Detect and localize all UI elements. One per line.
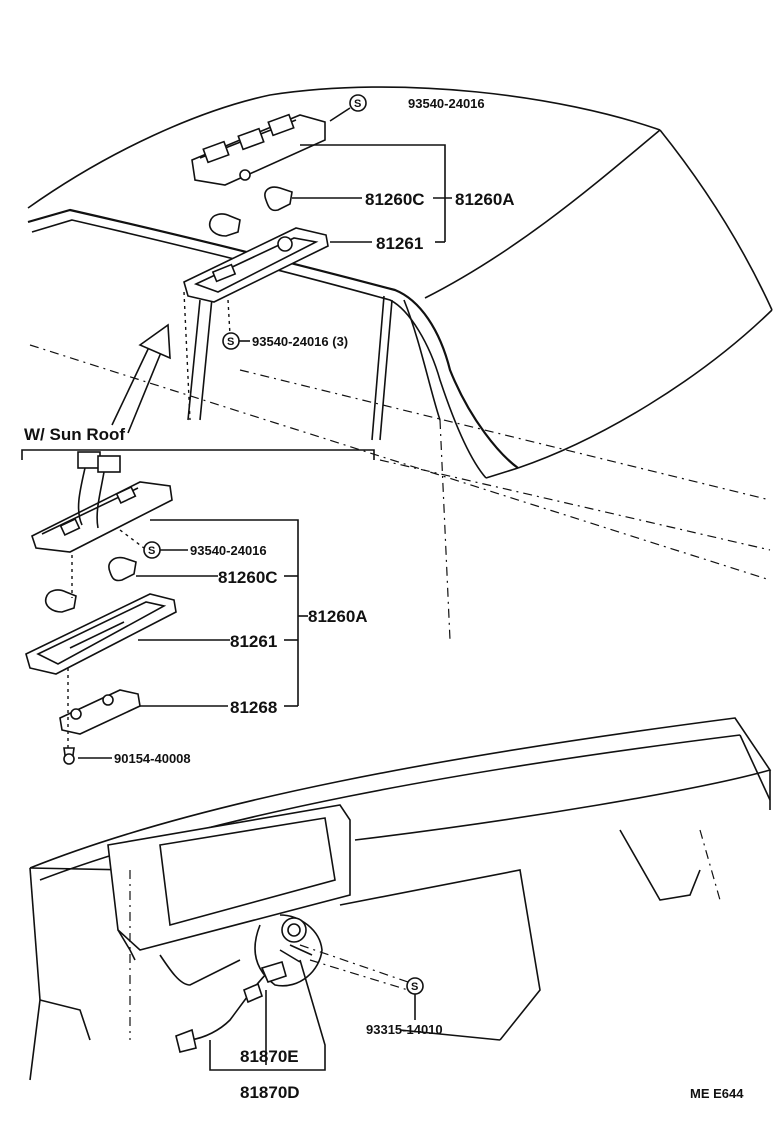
- top-bulb-icon: [264, 186, 293, 212]
- sunroof-bracket: [59, 689, 141, 735]
- sunroof-lens-cover: [25, 593, 177, 675]
- section-title: W/ Sun Roof: [24, 425, 125, 444]
- sunroof-bulb-icon: [108, 556, 137, 582]
- dash-leaders: [209, 944, 416, 1071]
- label-sr-bolt: 90154-40008: [114, 751, 191, 766]
- standard-part-symbol: S: [227, 336, 234, 348]
- dash-lamp-wire: [175, 961, 287, 1053]
- label-top-lens-screws: 93540-24016 (3): [252, 334, 348, 349]
- top-lens-cover: [183, 227, 329, 303]
- car-roof-outline: [27, 86, 773, 641]
- top-leaders: [183, 107, 452, 421]
- bolt-icon: [63, 747, 75, 765]
- label-sr-assembly: 81260A: [308, 607, 368, 626]
- label-top-bulb: 81260C: [365, 190, 425, 209]
- arrow-indicator: [111, 323, 171, 434]
- label-sr-bulb: 81260C: [218, 568, 278, 587]
- sunroof-loose-bulb-icon: [44, 589, 77, 613]
- standard-part-symbol: S: [148, 545, 155, 557]
- label-dash-socket: 81870E: [240, 1047, 299, 1066]
- label-top-screw: 93540-24016: [408, 96, 485, 111]
- label-sr-bracket: 81268: [230, 698, 277, 717]
- label-top-lens: 81261: [376, 234, 423, 253]
- loose-bulb-icon: [208, 213, 241, 237]
- label-dash-screw: 93315-14010: [366, 1022, 443, 1037]
- sunroof-lamp-housing: [31, 451, 173, 553]
- top-lamp-housing: [191, 113, 326, 186]
- label-dash-lamp: 81870D: [240, 1083, 300, 1102]
- label-sr-lens: 81261: [230, 632, 277, 651]
- section-bracket: [21, 449, 375, 460]
- dashboard-outline: [29, 717, 772, 1081]
- sunroof-leaders: [67, 519, 308, 759]
- label-top-assembly: 81260A: [455, 190, 515, 209]
- standard-part-symbol: S: [411, 981, 418, 993]
- label-sr-screw: 93540-24016: [190, 543, 267, 558]
- standard-part-symbol: S: [354, 98, 361, 110]
- figure-code: ME E644: [690, 1086, 744, 1101]
